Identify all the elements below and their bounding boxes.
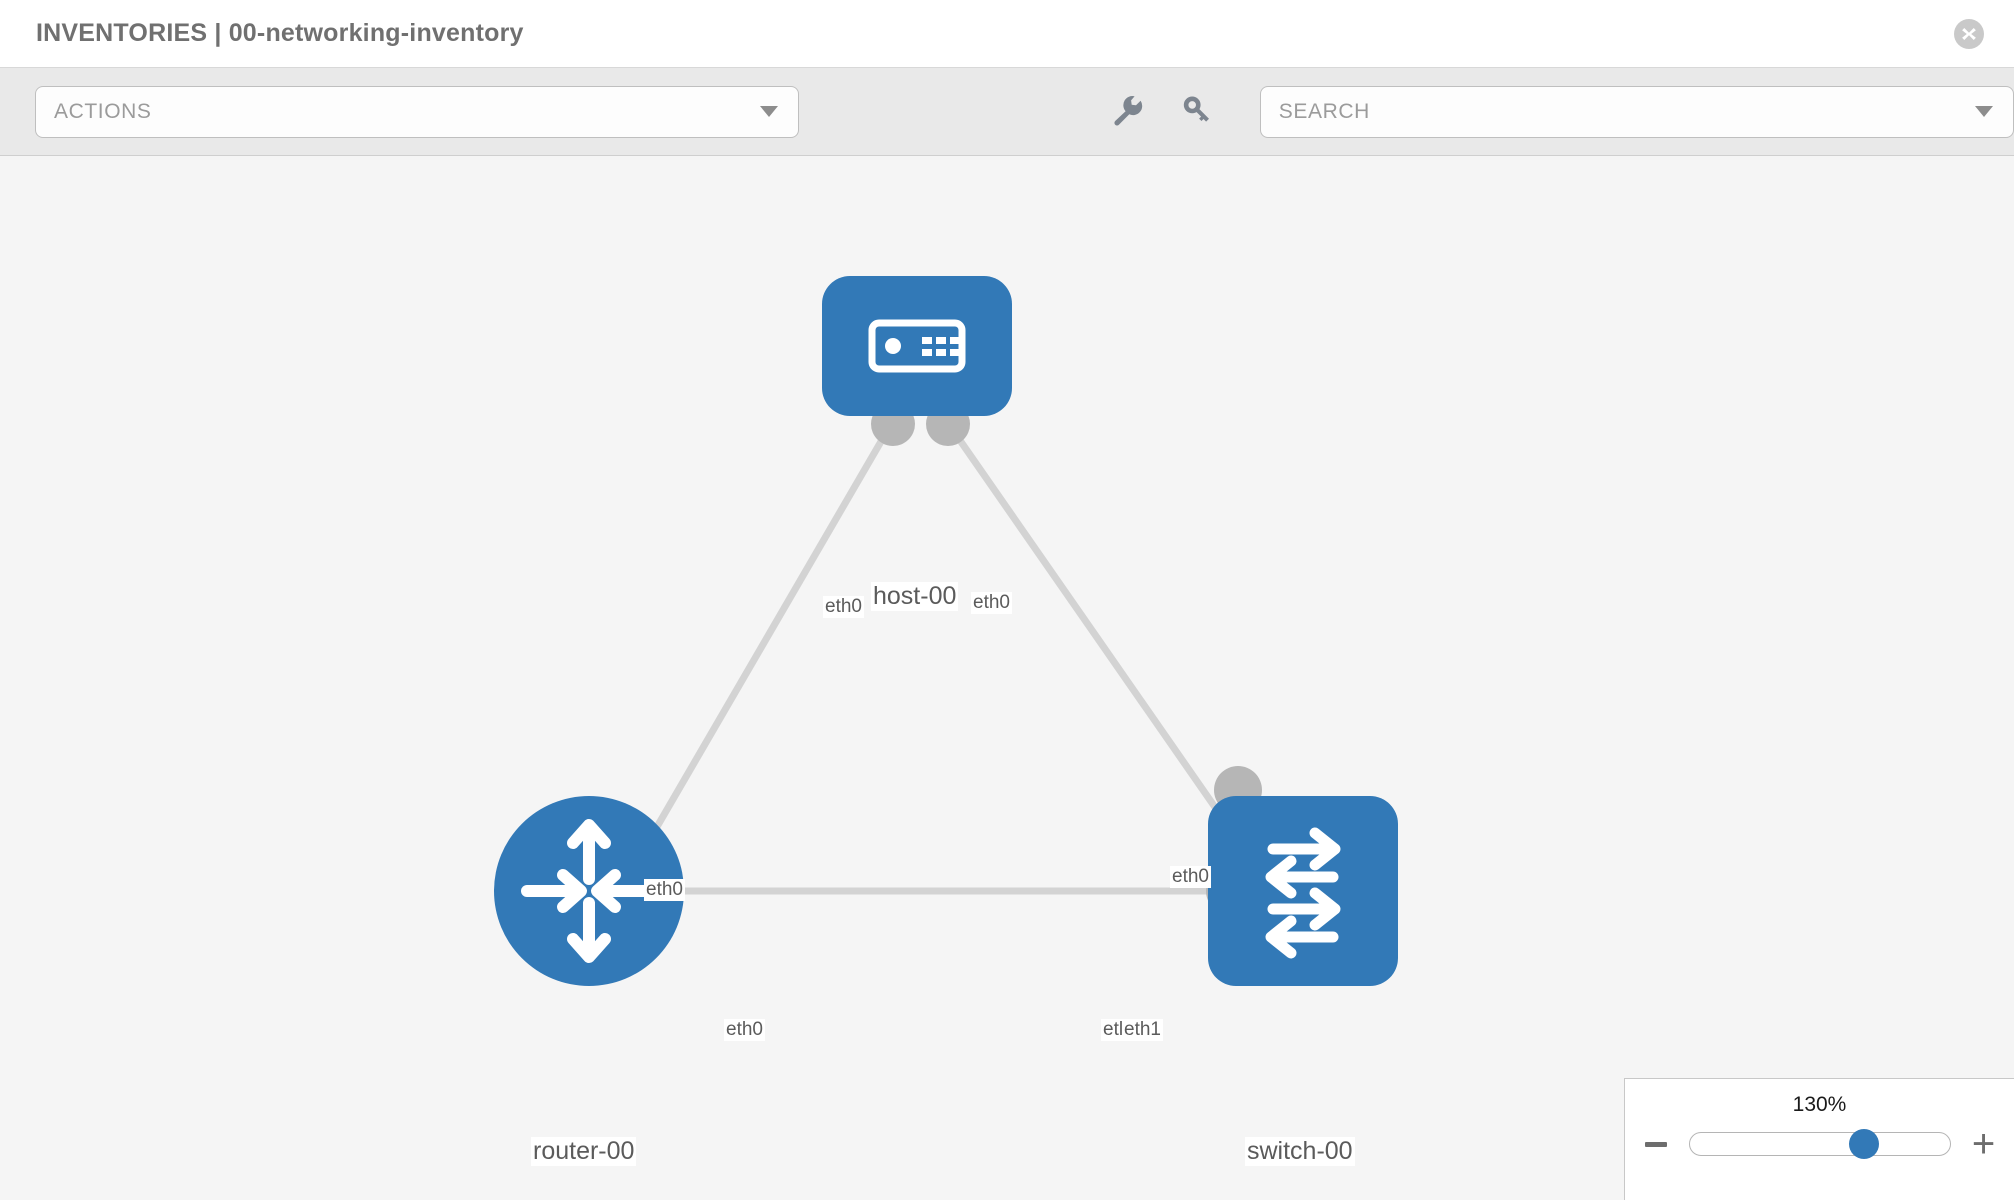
topology-graph [494, 276, 1398, 986]
node-switch-00[interactable] [1208, 796, 1398, 986]
chevron-down-icon [1975, 106, 1993, 117]
chevron-down-icon [759, 106, 778, 117]
zoom-out-button[interactable] [1641, 1129, 1671, 1159]
search-input[interactable]: SEARCH [1278, 99, 1370, 123]
topology-edges [636, 424, 1240, 895]
node-router-00[interactable] [494, 796, 684, 986]
zoom-slider[interactable] [1688, 1129, 1951, 1159]
key-icon[interactable] [1179, 92, 1213, 131]
close-icon[interactable] [1954, 18, 1984, 49]
iface-label: eth0 [823, 596, 864, 618]
node-host-00[interactable] [822, 276, 1012, 416]
iface-label: eth1 [1122, 1019, 1163, 1041]
iface-label: eth0 [971, 592, 1012, 614]
plus-icon: + [1971, 1122, 1996, 1166]
iface-label: eth0 [644, 879, 685, 901]
zoom-in-button[interactable]: + [1969, 1122, 1999, 1166]
page-title: INVENTORIES | 00-networking-inventory [36, 19, 524, 47]
zoom-slider-row: + [1625, 1122, 2014, 1166]
node-label-switch: switch-00 [1245, 1137, 1355, 1166]
toolbar-icon-group [1109, 92, 1213, 131]
link-host-router[interactable] [636, 424, 894, 858]
iface-label: eth0 [724, 1019, 765, 1041]
topology-canvas[interactable]: eth0 eth0 eth0 eth0 eth0 etl eth1 host-0… [0, 156, 2014, 1200]
actions-dropdown-label: ACTIONS [54, 99, 152, 123]
minus-icon [1644, 1141, 1667, 1147]
iface-label: eth0 [1170, 866, 1211, 888]
node-label-host: host-00 [871, 582, 959, 611]
zoom-control-panel: 130% + [1624, 1078, 2014, 1200]
link-host-switch[interactable] [947, 424, 1238, 838]
wrench-icon[interactable] [1109, 92, 1143, 131]
zoom-level-label: 130% [1792, 1093, 1847, 1116]
actions-dropdown[interactable]: ACTIONS [35, 85, 799, 138]
zoom-slider-thumb[interactable] [1848, 1129, 1879, 1159]
toolbar: ACTIONS SEARCH [0, 68, 2014, 156]
page-header: INVENTORIES | 00-networking-inventory [0, 0, 2014, 68]
node-label-router: router-00 [531, 1137, 637, 1166]
topology-ports [635, 402, 1262, 915]
search-dropdown[interactable]: SEARCH [1259, 85, 2014, 138]
iface-label: etl [1101, 1019, 1126, 1041]
